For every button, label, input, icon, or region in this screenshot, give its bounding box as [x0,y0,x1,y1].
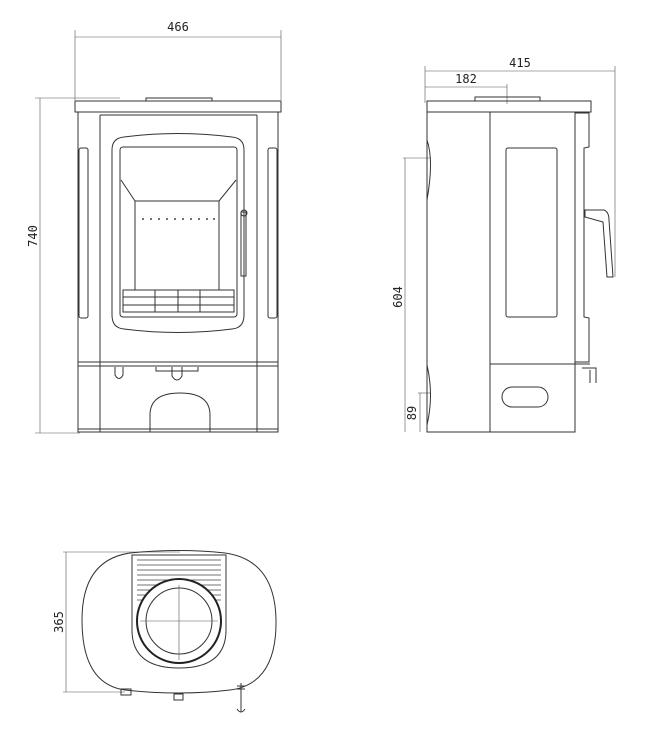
base-height-dimension: 89 [405,392,430,432]
top-depth-label: 365 [52,611,66,633]
side-depth-label: 415 [509,56,531,70]
top-grille-frame [131,554,227,669]
door-handle [240,211,247,277]
side-flue-offset-label: 182 [455,72,477,86]
height-dimension: 740 [26,97,120,434]
top-outline [81,550,277,694]
depth-dimension: 415 [424,56,616,277]
front-height-label: 740 [26,225,40,247]
side-view: 415 182 604 89 [391,56,616,433]
side-flue-height-label: 604 [391,286,405,308]
width-dimension: 466 [74,20,282,100]
stove-body [77,111,279,433]
right-side-slot [267,147,278,319]
side-handle [584,209,614,278]
front-view: 466 740 [26,20,282,434]
air-holes [142,218,215,220]
side-base-height-label: 89 [405,406,419,420]
top-view: 365 [52,550,277,713]
side-window [505,147,558,318]
side-base-oval [501,386,549,408]
door-frame [111,133,245,333]
side-top-plate [426,100,592,113]
side-body [426,111,576,433]
left-side-slot [78,147,89,319]
top-plate [74,100,282,113]
front-width-label: 466 [167,20,189,34]
flue-offset-dimension: 182 [425,72,508,104]
door-glass [119,146,238,318]
top-depth-dimension: 365 [52,551,180,693]
fire-grate [122,289,235,313]
flue-height-dimension: 604 [391,157,430,432]
base-arch [149,392,211,432]
flue-symbol [236,683,246,713]
